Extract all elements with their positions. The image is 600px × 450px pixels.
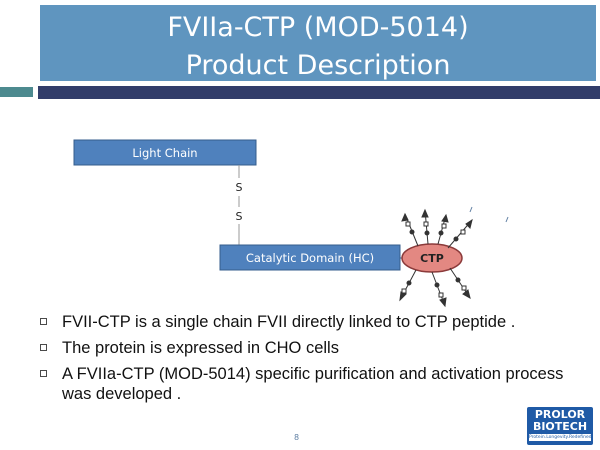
disulfide-s-top: S xyxy=(236,181,243,194)
protein-diagram: Light Chain S S Catalytic Domain (HC) CT… xyxy=(73,139,509,308)
light-chain-label: Light Chain xyxy=(132,146,197,160)
glycan-chain xyxy=(399,269,417,302)
ctp-label: CTP xyxy=(420,252,444,265)
slide-title-line2: Product Description xyxy=(185,50,451,81)
square-bullet-icon xyxy=(40,370,47,377)
square-bullet-icon xyxy=(40,344,47,351)
logo-line1: PROLOR xyxy=(534,408,586,421)
company-logo: PROLOR BIOTECH Protein.Longevity.Redefin… xyxy=(527,407,593,445)
stray-mark xyxy=(505,216,509,223)
glycan-chains xyxy=(399,206,509,308)
glycan-chain xyxy=(401,212,419,247)
square-bullet-icon xyxy=(40,318,47,325)
bullet-item: The protein is expressed in CHO cells xyxy=(38,338,578,358)
page-number: 8 xyxy=(294,433,300,442)
slide-title-line1: FVIIa-CTP (MOD-5014) xyxy=(167,12,469,43)
disulfide-s-bottom: S xyxy=(236,210,243,223)
glycan-chain xyxy=(437,213,449,245)
left-accent-bar xyxy=(0,87,33,97)
glycan-chain xyxy=(421,208,430,245)
bullet-text: FVII-CTP is a single chain FVII directly… xyxy=(62,313,516,331)
stray-mark xyxy=(469,206,473,213)
catalytic-domain-label: Catalytic Domain (HC) xyxy=(246,251,374,265)
bullet-item: FVII-CTP is a single chain FVII directly… xyxy=(38,312,578,332)
title-bar: FVIIa-CTP (MOD-5014) Product Description xyxy=(40,5,596,81)
glycan-chain xyxy=(431,271,447,308)
light-chain-box xyxy=(73,139,257,166)
bullet-item: A FVIIa-CTP (MOD-5014) specific purifica… xyxy=(38,364,578,404)
bullet-text: The protein is expressed in CHO cells xyxy=(62,339,339,357)
logo-tagline: Protein.Longevity.Redefined xyxy=(529,434,592,441)
logo-line2: BIOTECH xyxy=(532,420,588,433)
bullet-list: FVII-CTP is a single chain FVII directly… xyxy=(38,312,578,410)
glycan-chain xyxy=(449,267,471,300)
bullet-text: A FVIIa-CTP (MOD-5014) specific purifica… xyxy=(62,365,564,403)
header-band xyxy=(38,86,600,99)
glycan-chain xyxy=(447,218,473,249)
